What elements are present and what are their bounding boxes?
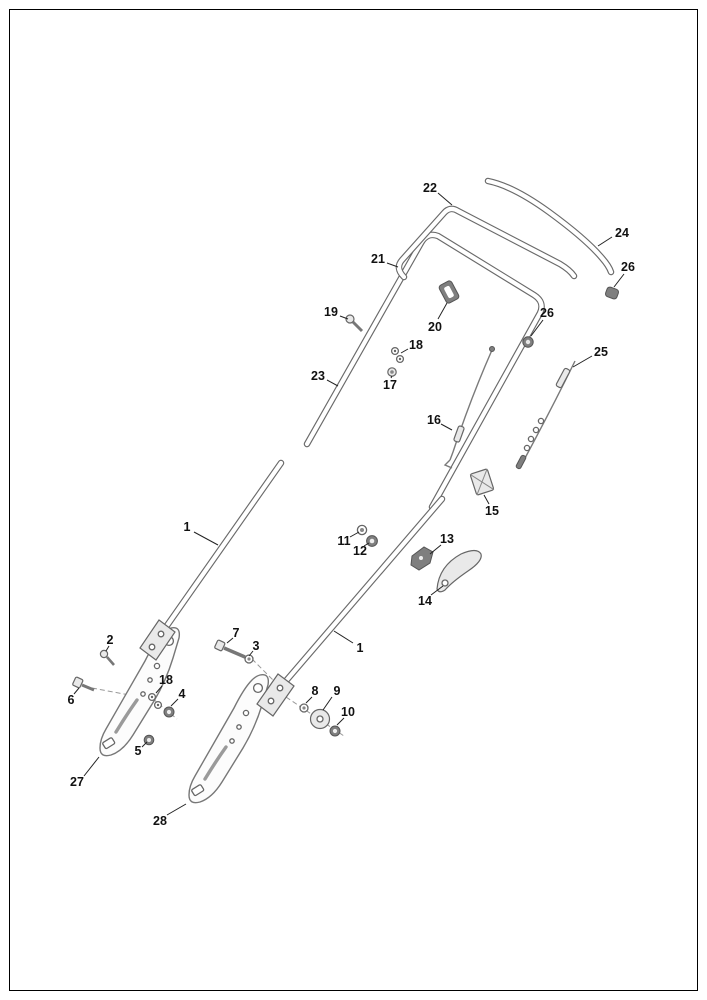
part-label-9: 9 — [334, 684, 341, 698]
lever-14 — [436, 549, 482, 593]
bolt-7 — [214, 639, 246, 659]
screw-2 — [99, 649, 115, 666]
nut-12 — [366, 535, 378, 547]
leader-line — [530, 319, 544, 337]
screw-19 — [345, 314, 364, 333]
leader-line — [166, 803, 187, 816]
leader-line — [336, 717, 345, 726]
washers-18-top — [390, 346, 405, 364]
disc-9 — [309, 708, 331, 730]
leader-line — [349, 531, 360, 538]
leader-line — [386, 262, 399, 268]
part-label-26: 26 — [621, 260, 635, 274]
leader-line — [305, 696, 313, 704]
part-label-10: 10 — [341, 705, 355, 719]
part-label-3: 3 — [253, 639, 260, 653]
leader-line — [440, 423, 453, 431]
flange-nut-26 — [522, 336, 534, 348]
washer-3 — [244, 654, 254, 664]
nut-17 — [387, 367, 397, 377]
part-label-22: 22 — [423, 181, 437, 195]
nut-10 — [329, 725, 341, 737]
part-label-27: 27 — [70, 775, 84, 789]
bracket-28 — [187, 673, 271, 805]
part-label-11: 11 — [337, 534, 350, 548]
part-label-1: 1 — [184, 520, 191, 534]
leader-line — [326, 379, 339, 387]
cable-16 — [443, 346, 495, 469]
cable-clip-20 — [438, 280, 460, 304]
upper-handle-tube — [303, 231, 545, 511]
leader-line — [429, 544, 442, 555]
part-label-2: 2 — [107, 633, 114, 647]
leader-line — [248, 650, 254, 657]
part-label-18: 18 — [159, 673, 173, 687]
leader-line — [83, 756, 100, 777]
cap-nut-26 — [604, 286, 620, 300]
lower-tube-right — [256, 495, 446, 717]
leader-line — [155, 685, 163, 694]
leader-line — [430, 585, 444, 596]
part-label-23: 23 — [311, 369, 325, 383]
upper-crossbar-tube — [395, 205, 578, 281]
leader-line — [193, 531, 219, 546]
part-label-20: 20 — [428, 320, 442, 334]
leader-line — [400, 348, 409, 354]
leader-line — [105, 645, 110, 652]
lower-tube-left — [139, 459, 285, 661]
leader-line — [322, 696, 333, 711]
connector-15 — [469, 468, 495, 496]
part-label-28: 28 — [153, 814, 167, 828]
leader-line — [226, 637, 234, 644]
part-label-15: 15 — [485, 504, 499, 518]
leader-line — [572, 355, 593, 368]
part-label-1: 1 — [357, 641, 364, 655]
part-label-12: 12 — [353, 544, 367, 558]
part-label-17: 17 — [383, 378, 397, 392]
nut-4 — [163, 706, 175, 718]
leader-line — [333, 630, 354, 644]
leader-line — [613, 273, 625, 288]
part-label-5: 5 — [135, 744, 142, 758]
leader-line — [339, 315, 349, 320]
part-label-8: 8 — [312, 684, 319, 698]
part-label-19: 19 — [324, 305, 338, 319]
leader-line — [73, 687, 80, 695]
part-label-21: 21 — [371, 252, 385, 266]
part-label-13: 13 — [440, 532, 454, 546]
part-label-16: 16 — [427, 413, 441, 427]
part-label-6: 6 — [68, 693, 75, 707]
part-label-25: 25 — [594, 345, 608, 359]
part-label-24: 24 — [615, 226, 629, 240]
bracket-13 — [410, 546, 434, 571]
washer-11 — [356, 524, 368, 536]
part-label-26: 26 — [540, 306, 554, 320]
leader-line — [170, 698, 179, 707]
leader-line — [363, 542, 370, 547]
leader-line — [597, 236, 613, 247]
part-label-18: 18 — [409, 338, 423, 352]
leader-line — [483, 494, 490, 505]
leader-line — [141, 741, 148, 748]
leader-line — [437, 192, 453, 206]
part-label-14: 14 — [418, 594, 432, 608]
washer-8 — [299, 703, 309, 713]
washers-18-bottom — [147, 692, 163, 710]
nut-5 — [143, 734, 155, 746]
leader-line — [437, 302, 448, 320]
part-label-7: 7 — [233, 626, 240, 640]
bolt-6 — [72, 676, 95, 692]
right-bow-tube — [484, 177, 615, 276]
cable-25 — [515, 360, 576, 470]
part-label-4: 4 — [179, 687, 186, 701]
leader-line — [390, 375, 393, 379]
page-border — [9, 9, 698, 991]
